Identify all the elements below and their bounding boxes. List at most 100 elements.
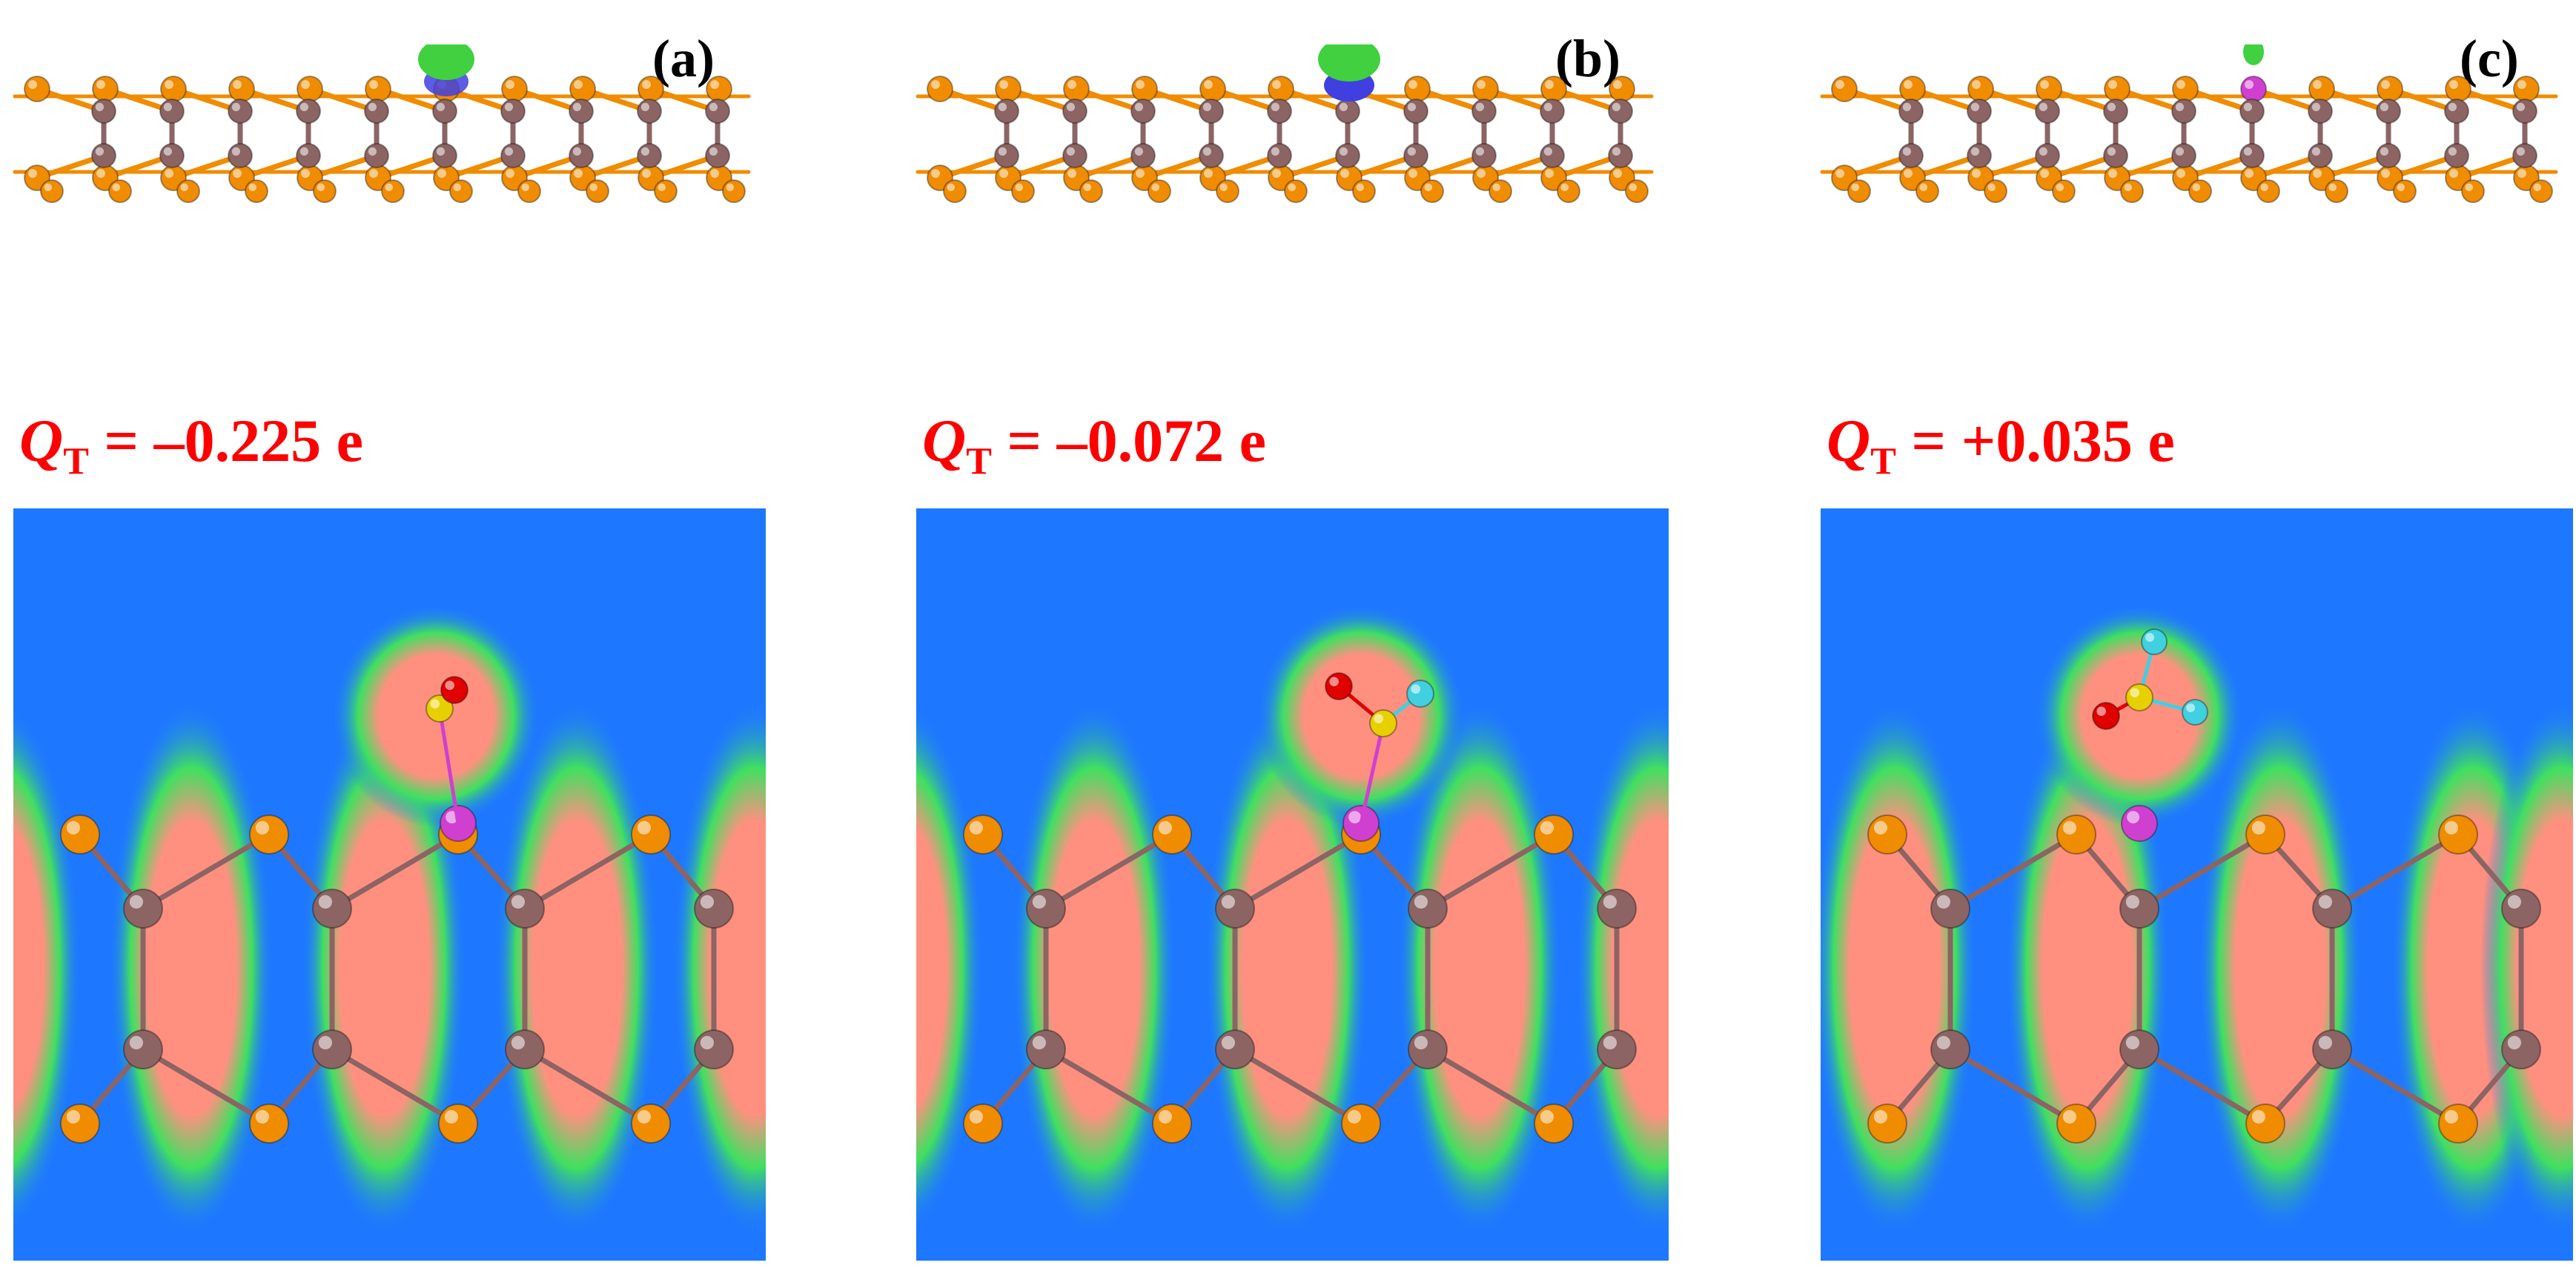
s-atom (569, 76, 596, 102)
bond (2329, 1046, 2461, 1127)
elf-lobe (1576, 701, 1669, 1235)
s-atom (1867, 1104, 1907, 1144)
s-atom (449, 179, 473, 203)
mo-atom (2444, 99, 2469, 124)
s-atom (2120, 179, 2144, 203)
charge-symbol: Q (19, 407, 64, 474)
map-lattice (60, 676, 734, 1144)
bond (1232, 1046, 1364, 1127)
s-atom (2377, 76, 2403, 102)
mo-atom (2312, 889, 2352, 929)
mo-atom (1898, 143, 1924, 168)
s-atom (706, 76, 732, 102)
dopant-atom (2240, 76, 2267, 102)
mo-atom (2376, 99, 2401, 124)
s-atom (1131, 76, 1158, 102)
s-atom (2104, 76, 2130, 102)
mo-atom (1130, 99, 1156, 124)
s-atom (2308, 76, 2335, 102)
bond (2329, 832, 2461, 912)
s-atom (92, 76, 119, 102)
mo-atom (1540, 143, 1565, 168)
mo-atom (296, 99, 321, 124)
charge-density-structure (1820, 44, 2558, 203)
s-atom (654, 179, 678, 203)
s-atom (2036, 76, 2062, 102)
mo-atom (1062, 99, 1087, 124)
s-atom (1152, 815, 1192, 855)
s-atom (963, 815, 1003, 855)
s-atom (1216, 179, 1239, 203)
s-atom (501, 76, 528, 102)
mo-atom (2171, 99, 2196, 124)
s-atom (1148, 179, 1171, 203)
s-atom (995, 76, 1022, 102)
mo-atom (2119, 889, 2159, 929)
s-atom (2529, 179, 2553, 203)
mo-atom (2035, 99, 2060, 124)
mo-atom (2035, 143, 2060, 168)
bond (329, 832, 461, 912)
mo-atom (505, 1029, 545, 1069)
mo-atom (1215, 1029, 1255, 1069)
bond (2136, 832, 2268, 912)
s-atom (1341, 1104, 1381, 1144)
s-atom (631, 815, 671, 855)
bond (1232, 832, 1364, 912)
mo-atom (1026, 1029, 1066, 1069)
s-atom (2188, 179, 2212, 203)
s-atom (1534, 815, 1574, 855)
s-atom (24, 76, 50, 102)
bond (329, 1046, 461, 1127)
bond (1947, 1046, 2079, 1127)
mo-atom (2312, 1029, 2352, 1069)
mo-atom (159, 99, 185, 124)
charge-density-structure (13, 44, 751, 203)
mo-atom (505, 889, 545, 929)
s-atom (1352, 179, 1376, 203)
s-atom (313, 179, 337, 203)
mo-atom (123, 889, 163, 929)
s-atom (381, 179, 405, 203)
mo-atom (694, 1029, 734, 1069)
s-atom (1063, 76, 1090, 102)
panel-label: (a) (652, 29, 715, 88)
s-atom (40, 179, 64, 203)
charge-subscript: T (1870, 440, 1896, 483)
s-atom (2438, 1104, 2478, 1144)
depletion-isosurface (418, 44, 474, 80)
elf-lobe (1821, 701, 1976, 1235)
elf-lobe (110, 701, 273, 1235)
mo-atom (432, 99, 457, 124)
mo-atom (228, 99, 253, 124)
s-atom (1557, 179, 1580, 203)
s-atom (1268, 76, 1294, 102)
mo-atom (91, 99, 116, 124)
s-atom (722, 179, 746, 203)
map-lattice (963, 672, 1637, 1144)
mo-atom (1471, 99, 1497, 124)
mo-atom (1130, 143, 1156, 168)
mo-atom (1403, 99, 1428, 124)
s-atom (1472, 76, 1499, 102)
mo-atom (569, 143, 594, 168)
bond (437, 706, 460, 826)
s-atom (943, 179, 967, 203)
adsorbate-s-atom (2125, 683, 2153, 711)
s-atom (228, 76, 255, 102)
mo-atom (1898, 99, 1924, 124)
mo-atom (994, 143, 1019, 168)
s-atom (1420, 179, 1444, 203)
charge-transfer-label: QT = –0.225 e (19, 406, 363, 483)
mo-atom (312, 1029, 352, 1069)
s-atom (1831, 76, 1858, 102)
s-atom (2245, 1104, 2285, 1144)
s-atom (60, 1104, 100, 1144)
mo-atom (1215, 889, 1255, 929)
s-atom (1152, 1104, 1192, 1144)
mo-atom (2308, 99, 2333, 124)
s-atom (1609, 76, 1635, 102)
mo-atom (1335, 143, 1360, 168)
charge-subscript: T (966, 440, 992, 483)
mo-atom (1930, 1029, 1970, 1069)
